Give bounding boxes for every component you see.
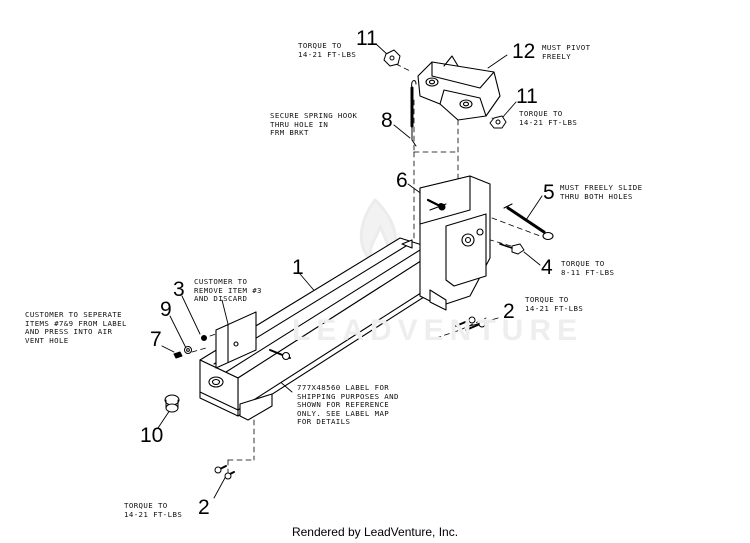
note-torque-11-top: TORQUE TO 14-21 FT-LBS (298, 41, 357, 59)
watermark-text: LEADVENTURE (292, 314, 584, 347)
note-spring-hook: SECURE SPRING HOOK THRU HOLE IN FRM BRKT (270, 111, 358, 138)
callout-8: 8 (381, 109, 393, 132)
callout-5: 5 (543, 181, 555, 204)
clevis-pin (503, 203, 554, 241)
callout-3: 3 (173, 278, 185, 301)
hardware (164, 49, 525, 480)
note-torque-11-lower: TORQUE TO 14-21 FT-LBS (519, 109, 578, 127)
callout-2-lower: 2 (198, 496, 210, 519)
note-torque-2-upper: TORQUE TO 14-21 FT-LBS (525, 295, 584, 313)
callout-12: 12 (512, 40, 536, 63)
frame-tube (199, 237, 439, 421)
note-torque-4: TORQUE TO 8-11 FT-LBS (561, 259, 615, 277)
callout-2-upper: 2 (503, 300, 515, 323)
note-separate-items: CUSTOMER TO SEPERATE ITEMS #7&9 FROM LAB… (25, 310, 127, 345)
note-label-reference: 777X48560 LABEL FOR SHIPPING PURPOSES AN… (297, 383, 399, 427)
callout-1: 1 (292, 256, 304, 279)
note-must-pivot: MUST PIVOT FREELY (542, 43, 591, 61)
note-free-slide: MUST FREELY SLIDE THRU BOTH HOLES (560, 183, 643, 201)
callout-11-top: 11 (356, 27, 378, 50)
footer-credit: Rendered by LeadVenture, Inc. (291, 525, 459, 539)
callout-4: 4 (541, 256, 553, 279)
note-torque-2-lower: TORQUE TO 14-21 FT-LBS (124, 501, 183, 519)
spring-part (410, 80, 417, 147)
callout-6: 6 (396, 169, 408, 192)
pivot-bracket (417, 55, 501, 121)
note-remove-item-3: CUSTOMER TO REMOVE ITEM #3 AND DISCARD (194, 277, 262, 304)
callout-11-lower: 11 (516, 85, 538, 108)
callout-7: 7 (150, 328, 162, 351)
callout-9: 9 (160, 298, 172, 321)
rear-bracket (401, 175, 491, 311)
callout-10: 10 (140, 424, 164, 447)
